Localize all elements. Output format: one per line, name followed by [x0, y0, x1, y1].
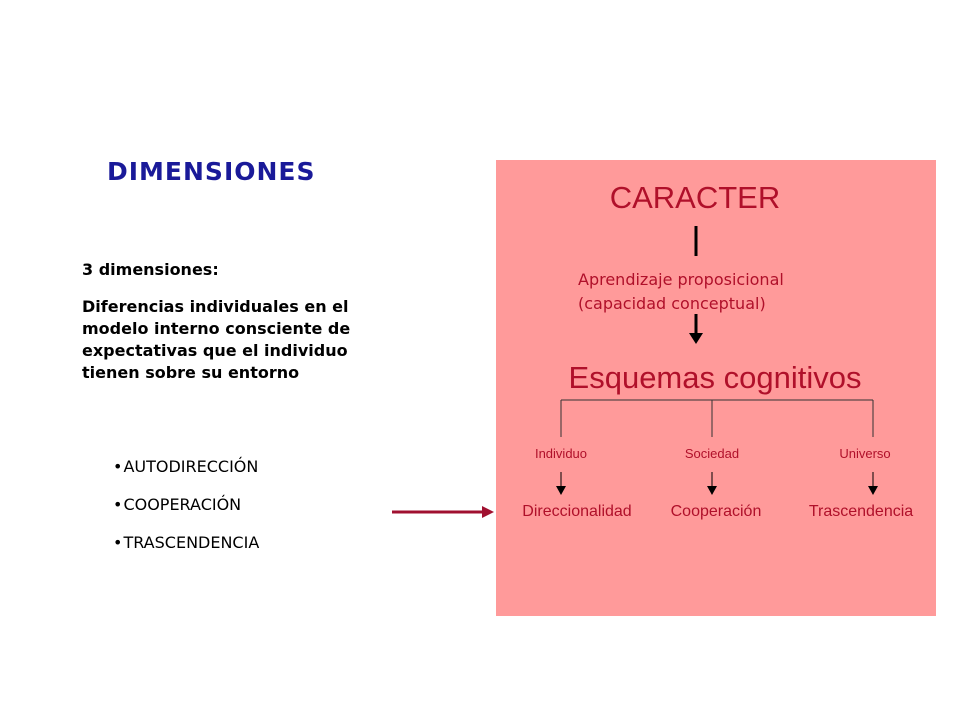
leaf-arrow-head-1 [556, 486, 566, 495]
leaf-arrow-head-2 [707, 486, 717, 495]
page-title: DIMENSIONES [107, 157, 316, 186]
esquemas-heading: Esquemas cognitivos [568, 360, 862, 395]
branch-label-individuo: Individuo [534, 446, 588, 461]
list-item-autodireccion: AUTODIRECCIÓN [113, 455, 259, 493]
schema-arrow-head [689, 333, 703, 344]
link-arrow-head [482, 506, 494, 518]
diagram-panel [496, 160, 936, 616]
dimension-list: AUTODIRECCIÓN COOPERACIÓN TRASCENDENCIA [113, 455, 259, 569]
aprendizaje-line-1: Aprendizaje proposicional [578, 270, 784, 289]
leaf-label-cooperacion: Cooperación [670, 503, 762, 520]
aprendizaje-text: Aprendizaje proposicional (capacidad con… [578, 268, 784, 316]
leaf-label-direccionalidad: Direccionalidad [522, 503, 632, 520]
list-item-cooperacion: COOPERACIÓN [113, 493, 259, 531]
leaf-arrow-head-3 [868, 486, 878, 495]
branch-label-universo: Universo [839, 446, 891, 461]
leaf-label-trascendencia: Trascendencia [808, 503, 914, 520]
aprendizaje-line-2: (capacidad conceptual) [578, 294, 766, 313]
dimensions-subtitle: 3 dimensiones: [82, 260, 219, 279]
dimensions-description: Diferencias individuales en el modelo in… [82, 297, 351, 382]
list-item-trascendencia: TRASCENDENCIA [113, 531, 259, 569]
branch-label-sociedad: Sociedad [684, 446, 740, 461]
caracter-heading: CARACTER [609, 180, 781, 215]
